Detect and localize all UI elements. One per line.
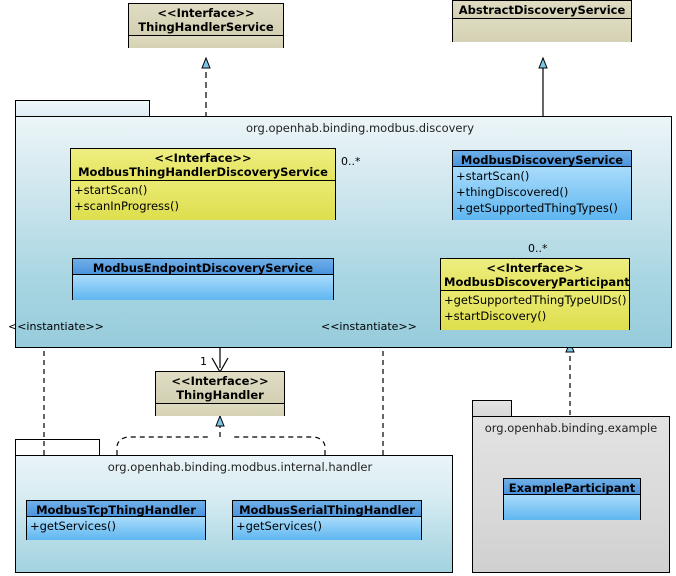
class-members [453,19,631,42]
class-header: ModbusEndpointDiscoveryService [73,259,333,275]
class-header: <<Interface>> ThingHandler [156,372,284,404]
multiplicity-discovery-to-participant: 0..* [528,242,548,255]
class-members: +getSupportedThingTypeUIDs() +startDisco… [441,291,629,330]
class-member: +scanInProgress() [74,199,180,213]
class-name: ExampleParticipant [508,481,636,495]
class-members: +getServices() [27,517,205,540]
class-members [156,404,284,416]
class-name: ThingHandlerService [138,20,274,34]
class-header: <<Interface>> ThingHandlerService [129,4,283,36]
class-name: ModbusThingHandlerDiscoveryService [78,165,328,179]
class-name: ModbusDiscoveryParticipant [444,275,630,289]
class-example-participant[interactable]: ExampleParticipant [503,478,641,520]
class-member: +getServices() [30,519,116,533]
class-modbus-discovery-participant[interactable]: <<Interface>> ModbusDiscoveryParticipant… [440,258,630,330]
class-modbus-serial-thing-handler[interactable]: ModbusSerialThingHandler +getServices() [232,500,422,540]
class-name: ThingHandler [176,388,264,402]
class-members [129,36,283,48]
class-modbus-endpoint-discovery-service[interactable]: ModbusEndpointDiscoveryService [72,258,334,300]
class-stereotype: <<Interface>> [154,151,252,165]
package-label-internal-handler: org.openhab.binding.modbus.internal.hand… [107,460,373,474]
class-member: +thingDiscovered() [456,185,569,199]
package-tab-discovery [15,100,150,117]
class-member: +getServices() [236,519,322,533]
class-member: +startDiscovery() [444,309,547,323]
stereotype-instantiate-right: <<instantiate>> [321,320,417,333]
class-name: ModbusTcpThingHandler [36,503,196,517]
class-stereotype: <<Interface>> [171,374,269,388]
class-thing-handler-service[interactable]: <<Interface>> ThingHandlerService [128,3,284,48]
class-members: +startScan() +thingDiscovered() +getSupp… [453,167,631,220]
class-members [504,495,640,520]
class-members: +getServices() [233,517,421,540]
class-member: +startScan() [456,169,530,183]
class-member: +getSupportedThingTypeUIDs() [444,293,627,307]
class-stereotype: <<Interface>> [157,6,255,20]
class-name: ModbusSerialThingHandler [239,503,415,517]
package-tab-example [472,400,512,417]
class-thing-handler[interactable]: <<Interface>> ThingHandler [155,371,285,416]
class-members [73,275,333,300]
multiplicity-discovery-to-thdservice: 0..* [341,155,361,168]
class-header: AbstractDiscoveryService [453,1,631,19]
multiplicity-endpoint-to-thinghandler: 1 [200,355,207,368]
stereotype-instantiate-left: <<instantiate>> [8,320,104,333]
class-name: ModbusEndpointDiscoveryService [92,261,314,275]
package-label-example: org.openhab.binding.example [484,421,658,435]
class-header: ExampleParticipant [504,479,640,495]
class-header: ModbusSerialThingHandler [233,501,421,517]
class-member: +startScan() [74,183,148,197]
class-stereotype: <<Interface>> [486,261,584,275]
class-name: AbstractDiscoveryService [458,3,626,17]
class-header: ModbusTcpThingHandler [27,501,205,517]
class-name: ModbusDiscoveryService [460,153,624,167]
class-members: +startScan() +scanInProgress() [71,181,335,220]
package-tab-internal-handler [15,439,100,456]
class-modbus-thing-handler-discovery-service[interactable]: <<Interface>> ModbusThingHandlerDiscover… [70,148,336,220]
class-header: ModbusDiscoveryService [453,151,631,167]
class-header: <<Interface>> ModbusDiscoveryParticipant [441,259,630,291]
class-modbus-tcp-thing-handler[interactable]: ModbusTcpThingHandler +getServices() [26,500,206,540]
class-member: +getSupportedThingTypes() [456,201,618,215]
package-label-discovery: org.openhab.binding.modbus.discovery [245,121,475,135]
class-header: <<Interface>> ModbusThingHandlerDiscover… [71,149,335,181]
class-abstract-discovery-service[interactable]: AbstractDiscoveryService [452,0,632,42]
class-modbus-discovery-service[interactable]: ModbusDiscoveryService +startScan() +thi… [452,150,632,220]
